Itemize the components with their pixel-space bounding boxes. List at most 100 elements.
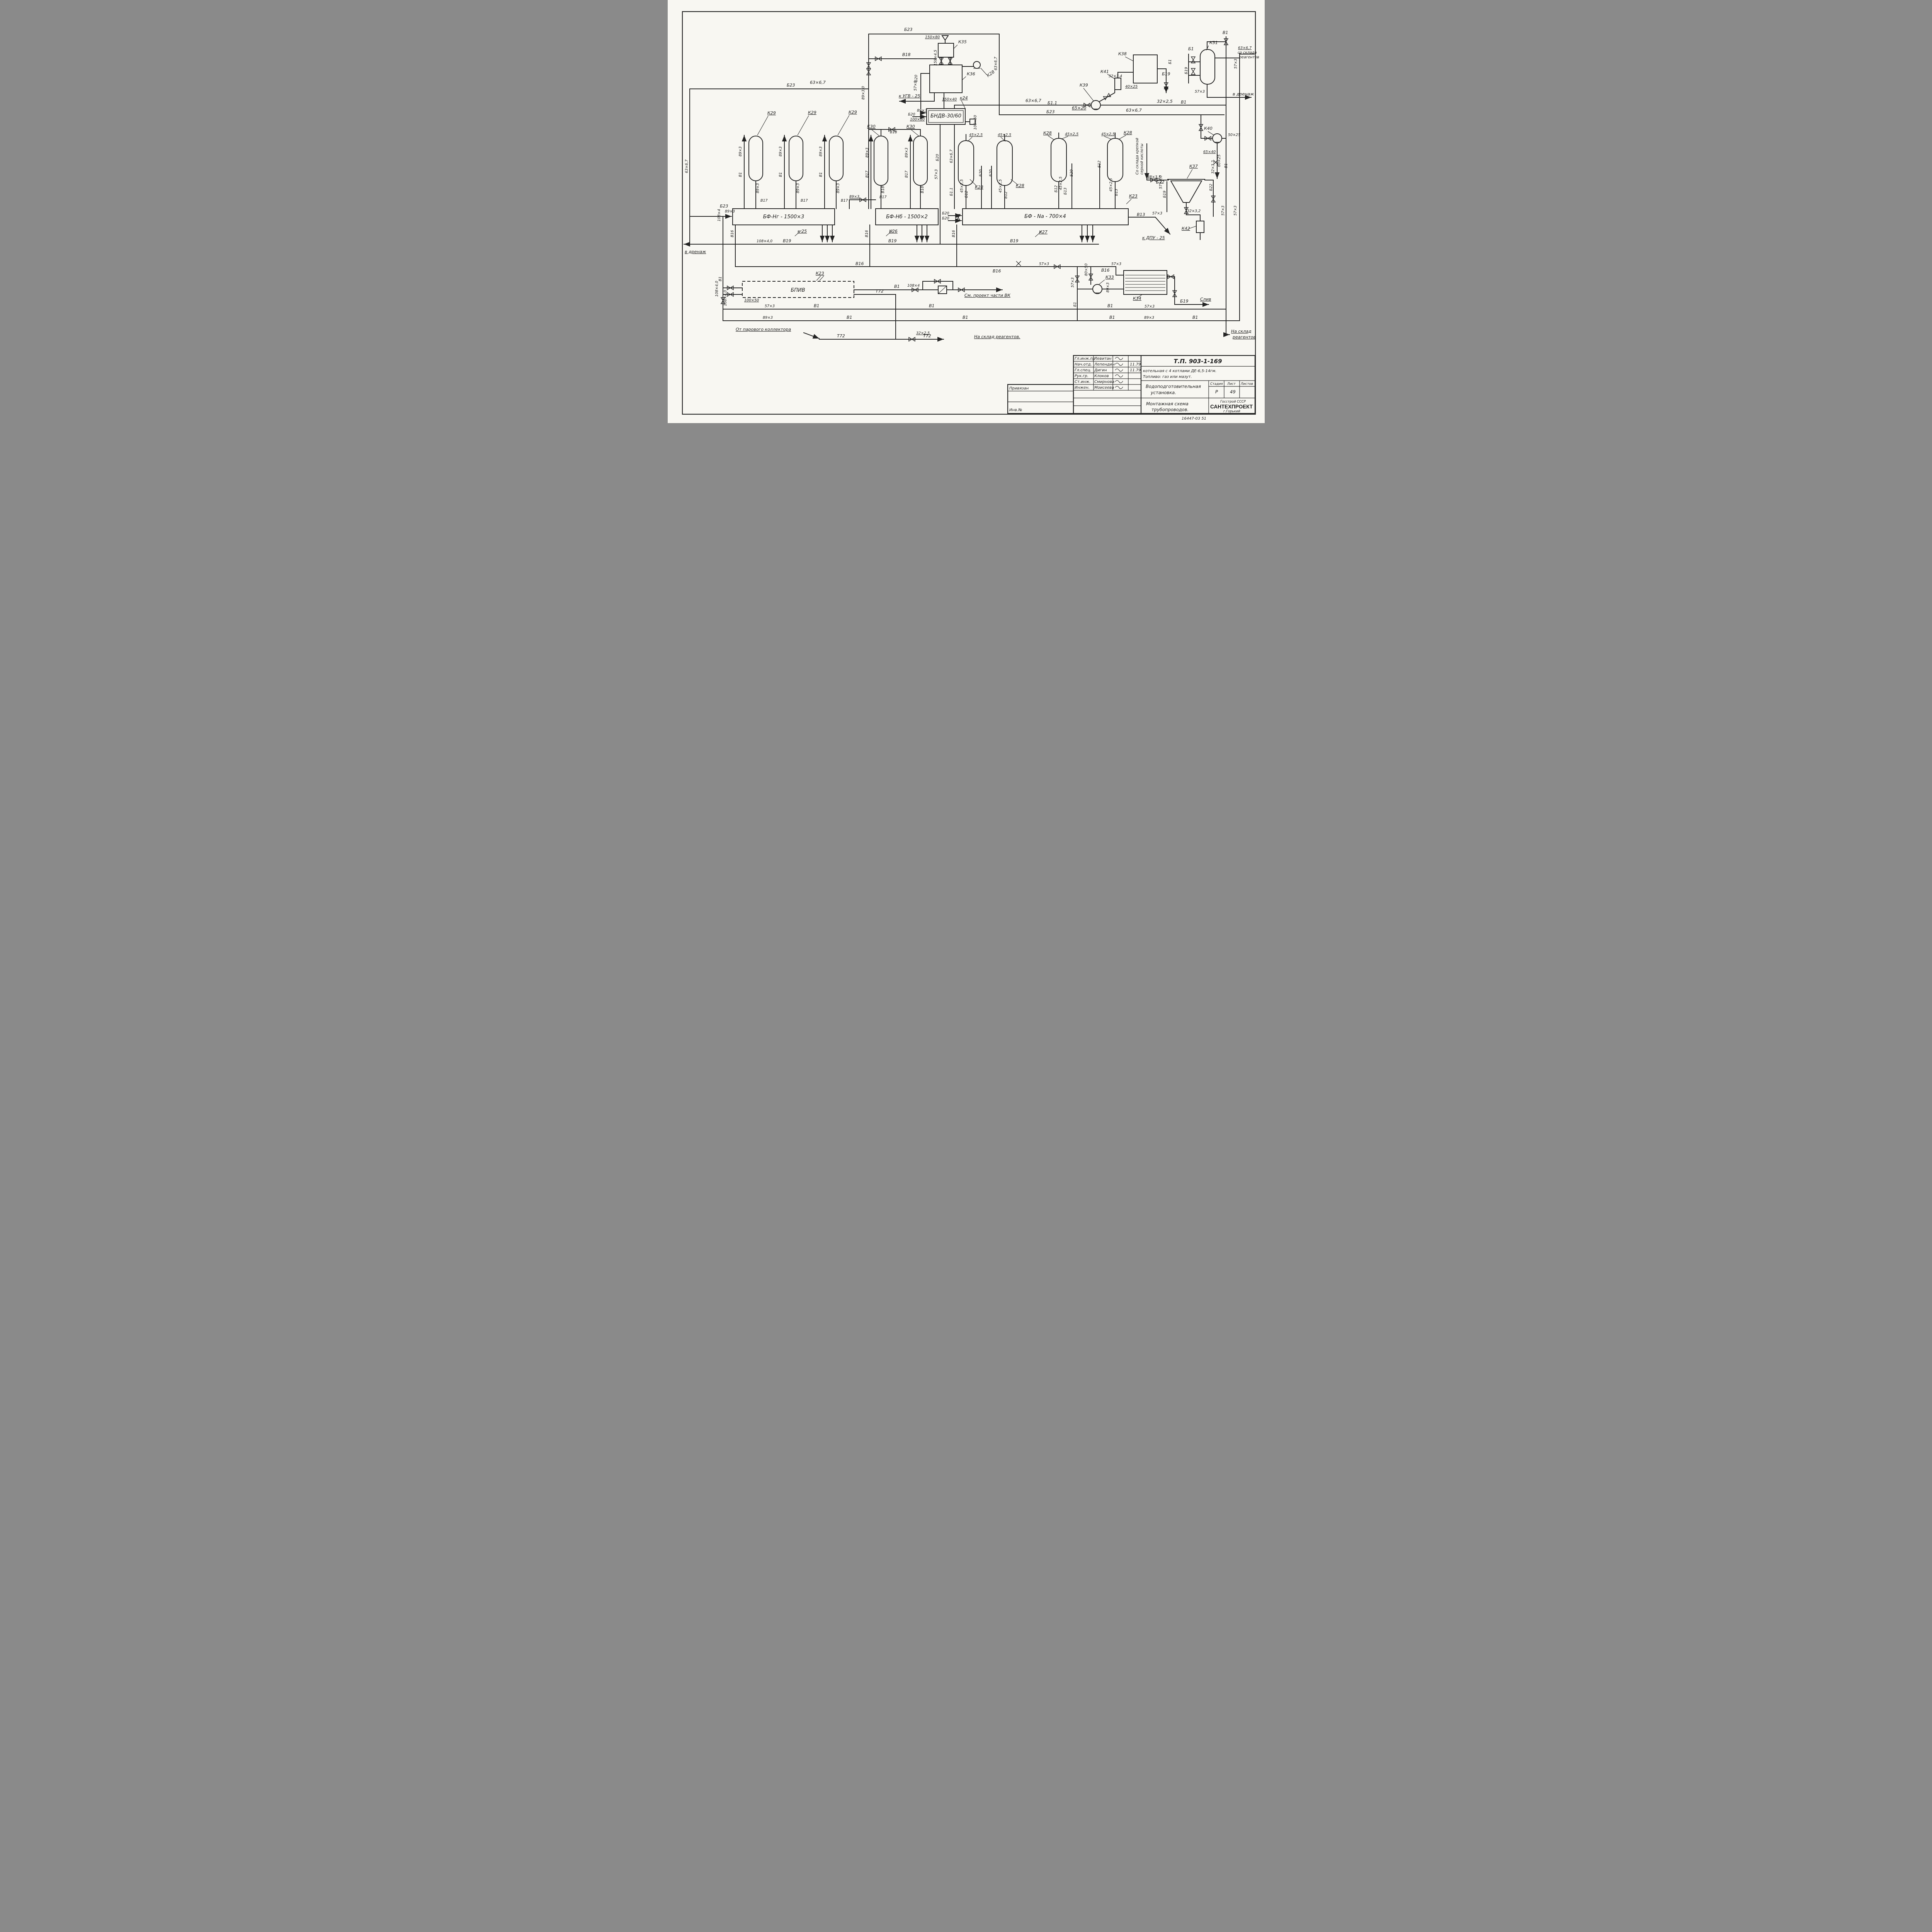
pipe-label: Б23 <box>720 204 728 209</box>
pipe-label: В18 <box>902 52 911 57</box>
pipe-label: В1 <box>1181 100 1187 105</box>
staff-role: Гл.инж.пр <box>1075 357 1095 361</box>
size-label: 57×3 <box>1152 211 1162 216</box>
pipe-label: Б12 <box>1004 191 1008 199</box>
note: реагентов <box>1239 55 1259 60</box>
pipe-label: Б12 <box>964 190 969 198</box>
staff-name: Лепендин <box>1094 362 1115 367</box>
size-label: 57×3,0 <box>1159 175 1163 189</box>
header-bpiv <box>742 281 854 298</box>
size-label: 57×3 <box>1221 206 1225 216</box>
equipment-tag: к24 <box>960 95 968 100</box>
size-label: 45×2,5 <box>1101 132 1115 136</box>
pipe-label: Б1 <box>1073 302 1077 307</box>
pipe-label: Б1.1 <box>949 187 954 196</box>
size-label: 57×3 <box>1039 262 1049 266</box>
pipe-label: В17 <box>865 170 869 178</box>
pipe-label: В1 <box>1192 315 1198 320</box>
pipe-label: Б20 <box>914 75 918 82</box>
note: Слив <box>1200 297 1211 302</box>
project-line: Топливо: газ или мазут. <box>1143 375 1192 379</box>
pipe-label: Б13 <box>1114 189 1119 196</box>
size-label: 65×20 <box>1072 105 1086 111</box>
size-label: 63×6,7 <box>1026 98 1041 103</box>
labels: Б23 Б23 63×6,7 63×6,7 В18 к УГВ - 25 89×… <box>685 27 1259 340</box>
size-label: 89×3 <box>756 183 760 193</box>
pipe-label: В1 <box>819 172 823 177</box>
header-bf-nb <box>875 208 939 225</box>
size-label: 108×4,0 <box>757 239 772 243</box>
equipment-tag: БФ-Нг - 1500×3 <box>763 214 804 220</box>
filter-k30 <box>913 136 928 186</box>
equipment-tag: БФ-Нб - 1500×2 <box>886 214 928 220</box>
size-label: 150×80 <box>925 35 940 39</box>
pipe-label: Б12 <box>1097 160 1102 168</box>
pipe-label: Б23 <box>1046 109 1055 114</box>
staff-date: 11.79 <box>1130 368 1141 372</box>
size-label: 60×25 <box>1217 155 1221 167</box>
pipe-label: Б22 <box>1209 184 1213 191</box>
pipe-label: Б1 <box>1168 59 1172 64</box>
pipe-label: Б23 <box>904 27 913 32</box>
vessel-k28 <box>957 140 974 186</box>
vessel-k31 <box>1199 49 1215 85</box>
size-label: 89×3 <box>725 209 735 214</box>
equipment-tag: К40 <box>1204 126 1213 131</box>
pipe-label: Б23 <box>787 83 795 88</box>
size-label: 89×3 <box>905 148 909 158</box>
pump-k33 <box>1092 284 1102 294</box>
size-label: 32×3,2 <box>1187 209 1201 213</box>
pipe-label: Б1.1 <box>1048 100 1057 105</box>
pipe-label: Б12 <box>1054 185 1058 192</box>
equipment-tag: К33 <box>1105 275 1114 280</box>
equipment-tag: К23 <box>1129 194 1138 199</box>
pipe-label: Б20 <box>942 216 949 221</box>
vessel-k28 <box>1050 138 1067 182</box>
size-label: 89×3,0 <box>861 86 866 100</box>
size-label: 57×3 <box>934 169 939 179</box>
header-bf-na <box>962 208 1129 225</box>
size-label: 57×3 <box>765 304 775 308</box>
equipment-tag: К29 <box>767 111 776 116</box>
size-label: 48×3,5 <box>1147 175 1161 179</box>
sheets-label: Листов <box>1240 382 1253 386</box>
note: в дренаж <box>1233 92 1254 97</box>
tank-k34 <box>1123 270 1167 295</box>
note: На склад реагентов. <box>974 334 1020 339</box>
pipe-label: В1 <box>847 315 852 320</box>
size-label: 57×3 <box>1234 59 1238 69</box>
inventory-label: Инв.№ <box>1009 408 1022 412</box>
size-label: 108×4 <box>717 209 721 221</box>
box-k35 <box>937 43 954 58</box>
size-label: 89×3 <box>1106 282 1110 293</box>
footer-number: 16447-03 51 <box>1182 417 1206 421</box>
pipe-label: Т72 <box>837 333 845 338</box>
pipe-label: В17 <box>841 199 848 203</box>
note: реагентов <box>1232 335 1256 340</box>
equipment-tag: К23 <box>816 271 824 276</box>
size-label: 89×3 <box>1144 316 1154 320</box>
equipment-tag: БФ - Nа - 700×4 <box>1024 214 1066 219</box>
pump-k39 <box>1090 100 1101 110</box>
pipe-label: Б20 <box>1070 169 1074 177</box>
pipe-label: В1 <box>1107 303 1113 308</box>
size-label: 63×6,7 <box>810 80 826 85</box>
size-label: 89×3 <box>917 109 927 113</box>
pipe-label: В17 <box>801 199 808 203</box>
staff-name: Моисеева <box>1094 386 1114 390</box>
pipe-label: В18 <box>890 130 897 134</box>
box-k41 <box>1114 78 1121 90</box>
pipe-label: В16 <box>993 269 1001 274</box>
equipment-tag: К31 <box>1209 40 1218 45</box>
org-line: Госстрой СССР <box>1220 400 1246 404</box>
box-bndv <box>926 108 966 125</box>
equipment-tag: К34 <box>1133 296 1141 301</box>
note: От парового коллектора <box>736 327 791 332</box>
size-label: 57×3 <box>1145 304 1155 309</box>
leader-lines <box>757 44 1214 299</box>
pipe-label: В1 <box>718 276 723 281</box>
pipe-label: В19 <box>888 238 897 243</box>
sheet-title: трубопроводов. <box>1151 407 1189 412</box>
size-label: 32×3,2 <box>1211 160 1215 174</box>
staff-name: Клоков <box>1094 374 1109 378</box>
